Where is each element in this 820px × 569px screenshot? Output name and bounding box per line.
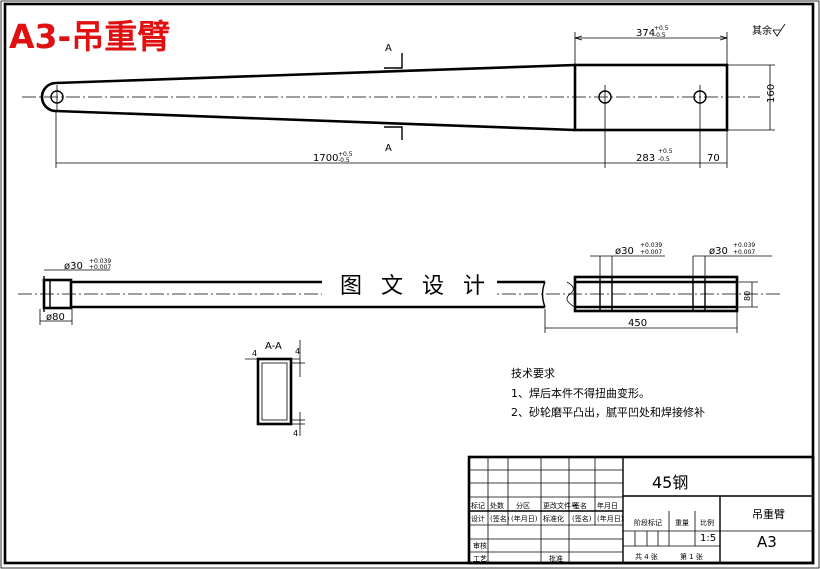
dim-bore-right-tol-lower: +0.007	[733, 249, 755, 256]
technical-requirements: 技术要求 1、焊后本件不得扭曲变形。 2、砂轮磨平凸出，腻平凹处和焊接修补	[511, 367, 705, 419]
tb-sheets-total: 共 4 张	[635, 552, 658, 561]
dim-hole-spacing-tol-upper: +0.5	[658, 148, 673, 155]
dim-bore-mid: ø30	[615, 246, 634, 257]
tech-req-item-1: 1、焊后本件不得扭曲变形。	[511, 386, 650, 400]
dim-bore-mid-tol-lower: +0.007	[640, 249, 662, 256]
dim-end-offset: 70	[707, 153, 720, 164]
tb-audit: 审核	[473, 541, 487, 550]
watermark-text: 图 文 设 计	[340, 274, 491, 299]
tb-row-date-1: (年月日)	[511, 514, 538, 523]
tech-req-heading: 技术要求	[511, 367, 555, 380]
tb-weight: 重量	[675, 519, 689, 527]
section-view-label: A-A	[265, 341, 282, 352]
tb-row-sign-2: (签名)	[572, 514, 592, 523]
tb-row-design: 设计	[471, 514, 485, 523]
tech-req-item-2: 2、砂轮磨平凸出，腻平凹处和焊接修补	[511, 405, 705, 419]
top-view: A A 374 +0.5 -0.5 160 1700 +0.5 -0.5 283…	[22, 25, 777, 168]
dim-top-width-tol-upper: +0.5	[654, 25, 669, 32]
tb-row-sign-1: (签名)	[490, 514, 510, 523]
tb-sheet-index: 第 1 张	[680, 552, 703, 561]
roughness-note: 其余	[752, 23, 786, 37]
tb-sheet-size: A3	[757, 533, 777, 551]
dim-bore-left-tol-upper: +0.039	[89, 258, 111, 265]
dim-wall-side: 4	[295, 347, 300, 356]
tb-scale-label: 比例	[700, 518, 714, 527]
dim-hole-spacing-tol-lower: -0.5	[658, 156, 670, 163]
front-view: 图 文 设 计 ø30 +0.039 +0.007 ø80 ø30 +0.039…	[18, 242, 780, 333]
dim-bore-right-tol-upper: +0.039	[733, 242, 755, 249]
dim-boss-diameter: ø80	[46, 312, 65, 323]
roughness-symbol-icon	[772, 23, 786, 37]
dim-box-length: 450	[628, 318, 647, 329]
tb-process: 工艺	[473, 555, 487, 563]
dim-overall-length: 1700	[313, 153, 338, 164]
tb-approve: 批准	[549, 554, 563, 563]
tb-header-change-doc: 更改文件号	[543, 501, 578, 510]
tb-header-date: 年月日	[597, 501, 618, 510]
dim-top-width: 374	[636, 28, 655, 39]
dim-inner-width: 80	[743, 291, 752, 301]
tb-row-date-2: (年月日)	[597, 514, 624, 523]
dim-bore-mid-tol-upper: +0.039	[640, 242, 662, 249]
dim-overall-tol-lower: -0.5	[338, 157, 350, 164]
dim-hole-spacing: 283	[636, 153, 655, 164]
dim-bore-left: ø30	[64, 261, 83, 272]
dim-overall-tol-upper: +0.5	[338, 151, 353, 158]
tb-header-count: 处数	[490, 501, 504, 510]
section-marker-top: A	[385, 43, 392, 54]
title-block: 标记 处数 分区 更改文件号 签名 年月日 设计 (签名) (年月日) 标准化 …	[467, 455, 815, 565]
inner-border	[3, 2, 815, 565]
dim-height: 160	[766, 84, 777, 103]
tb-stage-mark: 阶段标记	[634, 518, 662, 527]
dim-top-width-tol-lower: -0.5	[654, 32, 666, 39]
roughness-note-text: 其余	[752, 24, 772, 37]
tb-material: 45钢	[652, 473, 688, 492]
section-view: A-A 4 4 4	[245, 340, 305, 438]
tb-header-zone: 分区	[516, 501, 530, 510]
dim-wall-bottom: 4	[293, 429, 298, 438]
dim-bore-left-tol-lower: +0.007	[89, 264, 111, 271]
tb-header-mark: 标记	[471, 501, 485, 510]
dim-wall-top: 4	[252, 349, 257, 358]
drawing-title: A3-吊重臂	[9, 17, 170, 56]
dim-bore-right: ø30	[709, 246, 728, 257]
tb-part-name: 吊重臂	[752, 507, 785, 521]
section-marker-bottom: A	[385, 143, 392, 154]
tb-header-signature: 签名	[573, 501, 587, 510]
tb-scale: 1:5	[700, 533, 716, 544]
tb-row-standard: 标准化	[543, 514, 564, 523]
